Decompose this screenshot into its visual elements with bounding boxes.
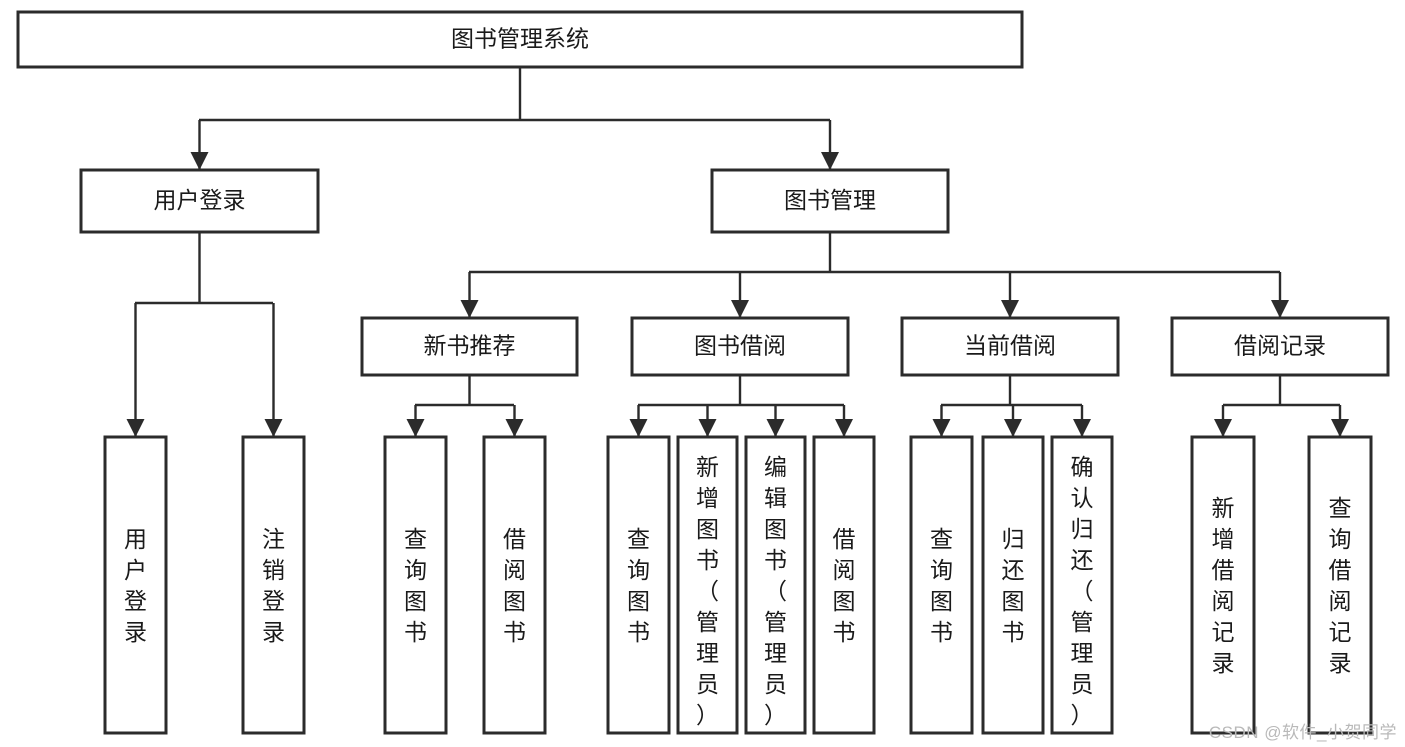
node-label-borrow-record: 借阅记录 [1234,333,1326,359]
node-label-leaf-return-book: 归还图书 [1002,526,1025,645]
arrow-head-icon-new-book-recommend [460,300,479,318]
arrow-head-icon-leaf-user-login [126,419,145,437]
arrow-head-icon-leaf-query-book-2 [629,419,648,437]
node-leaf-confirm-return[interactable]: 确认归还（管理员） [1050,435,1114,735]
arrow-head-icon-leaf-borrow-book-2 [835,419,853,437]
node-label-leaf-borrow-book-2: 借阅图书 [833,526,856,645]
node-label-book-borrow: 图书借阅 [694,333,786,359]
node-new-book-recommend[interactable]: 新书推荐 [360,316,579,377]
node-leaf-user-login[interactable]: 用户登录 [103,435,168,735]
node-box-user-login[interactable] [79,168,320,234]
node-book-borrow[interactable]: 图书借阅 [630,316,850,377]
node-book-management[interactable]: 图书管理 [710,168,950,234]
watermark-label: CSDN @软件_小贺同学 [1208,723,1397,742]
node-box-leaf-user-login[interactable] [103,435,168,735]
node-label-leaf-edit-book: 编辑图书（管理员） [764,454,787,728]
node-box-leaf-borrow-book-2[interactable] [812,435,876,735]
arrow-head-icon-leaf-confirm-return [1073,419,1091,437]
node-label-new-book-recommend: 新书推荐 [424,333,516,359]
arrow-head-icon-leaf-borrow-book-1 [505,419,524,437]
node-label-leaf-borrow-book-1: 借阅图书 [503,526,526,645]
arrow-head-icon-book-borrow [731,300,749,318]
node-label-leaf-query-book-3: 查询图书 [930,526,953,645]
connectors-layer [126,67,1349,437]
node-label-leaf-query-record: 查询借阅记录 [1329,495,1352,676]
node-label-leaf-logout: 注销登录 [262,526,285,645]
arrow-head-icon-leaf-edit-book [766,419,785,437]
node-user-login[interactable]: 用户登录 [79,168,320,234]
node-box-leaf-query-record[interactable] [1307,435,1373,735]
arrow-head-icon-leaf-query-record [1331,419,1349,437]
node-box-book-borrow[interactable] [630,316,850,377]
node-box-leaf-add-book[interactable] [676,435,739,735]
node-box-leaf-query-book-2[interactable] [606,435,671,735]
node-leaf-add-book[interactable]: 新增图书（管理员） [676,435,739,735]
node-current-borrow[interactable]: 当前借阅 [900,316,1120,377]
node-box-current-borrow[interactable] [900,316,1120,377]
node-label-user-login: 用户登录 [154,187,246,213]
node-leaf-return-book[interactable]: 归还图书 [981,435,1045,735]
node-box-new-book-recommend[interactable] [360,316,579,377]
nodes-layer: 图书管理系统用户登录图书管理新书推荐图书借阅当前借阅借阅记录用户登录注销登录查询… [16,10,1390,735]
node-label-leaf-confirm-return: 确认归还（管理员） [1071,454,1094,728]
arrow-head-icon-leaf-query-book-1 [406,419,425,437]
node-leaf-logout[interactable]: 注销登录 [241,435,306,735]
arrow-head-icon-leaf-logout [264,419,283,437]
arrow-head-icon-leaf-add-book [698,419,717,437]
node-box-leaf-add-record[interactable] [1190,435,1256,735]
arrow-head-icon-book-management [821,152,839,170]
node-label-current-borrow: 当前借阅 [964,333,1056,359]
node-label-root: 图书管理系统 [451,26,589,52]
arrow-head-icon-leaf-add-record [1214,419,1232,437]
node-box-leaf-logout[interactable] [241,435,306,735]
node-box-leaf-confirm-return[interactable] [1050,435,1114,735]
node-box-book-management[interactable] [710,168,950,234]
node-box-leaf-return-book[interactable] [981,435,1045,735]
node-box-leaf-edit-book[interactable] [744,435,807,735]
node-box-root[interactable] [16,10,1024,69]
node-box-leaf-query-book-1[interactable] [383,435,448,735]
node-label-leaf-add-book: 新增图书（管理员） [696,454,719,728]
node-leaf-add-record[interactable]: 新增借阅记录 [1190,435,1256,735]
node-label-book-management: 图书管理 [784,187,876,213]
node-box-borrow-record[interactable] [1170,316,1390,377]
arrow-head-icon-user-login [190,152,209,170]
node-label-leaf-query-book-2: 查询图书 [627,526,650,645]
node-leaf-query-book-1[interactable]: 查询图书 [383,435,448,735]
arrow-head-icon-current-borrow [1001,300,1019,318]
arrow-head-icon-leaf-return-book [1004,419,1022,437]
arrow-head-icon-borrow-record [1271,300,1289,318]
node-borrow-record[interactable]: 借阅记录 [1170,316,1390,377]
node-box-leaf-query-book-3[interactable] [909,435,974,735]
node-label-leaf-query-book-1: 查询图书 [404,526,427,645]
node-leaf-borrow-book-2[interactable]: 借阅图书 [812,435,876,735]
node-leaf-query-record[interactable]: 查询借阅记录 [1307,435,1373,735]
node-leaf-query-book-3[interactable]: 查询图书 [909,435,974,735]
node-label-leaf-user-login: 用户登录 [124,526,147,645]
arrow-head-icon-leaf-query-book-3 [932,419,951,437]
node-leaf-borrow-book-1[interactable]: 借阅图书 [482,435,547,735]
node-leaf-edit-book[interactable]: 编辑图书（管理员） [744,435,807,735]
node-box-leaf-borrow-book-1[interactable] [482,435,547,735]
node-root[interactable]: 图书管理系统 [16,10,1024,69]
node-label-leaf-add-record: 新增借阅记录 [1212,495,1235,676]
node-leaf-query-book-2[interactable]: 查询图书 [606,435,671,735]
